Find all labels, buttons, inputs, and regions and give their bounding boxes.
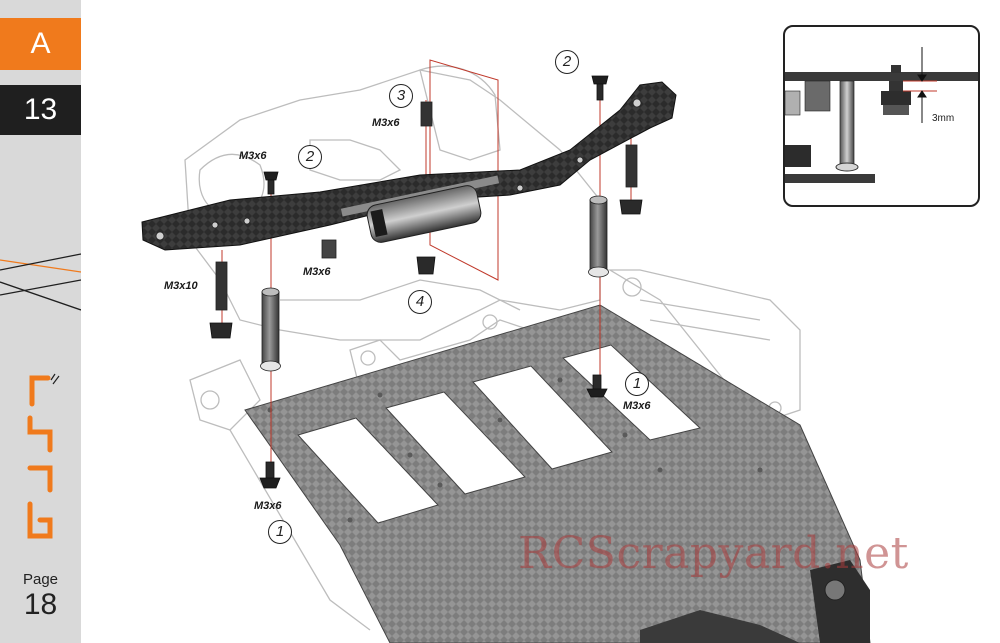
lower-chassis-plate <box>244 304 871 643</box>
screw-size-label: M3x6 <box>623 400 651 412</box>
rear-hub-parts <box>640 560 870 643</box>
gap-dimension-label: 3mm <box>932 113 955 124</box>
screw-size-label: M3x6 <box>372 117 400 129</box>
sidebar: A 13 Page 18 <box>0 0 81 643</box>
fasteners <box>209 75 643 489</box>
assembly-diagram <box>141 59 871 643</box>
step-circle-1: 1 <box>268 520 292 544</box>
watermark: RCScrapyard.net <box>518 528 909 579</box>
post-size-label: M3x10 <box>164 280 198 292</box>
detail-inset: 3mm <box>783 25 980 207</box>
page-number: 18 <box>23 588 58 621</box>
shock-absorber <box>340 175 500 243</box>
screw-size-label: M3x6 <box>254 500 282 512</box>
nut-size-label: M3x6 <box>303 266 331 278</box>
step-circle-2: 2 <box>555 50 579 74</box>
step-circle-2: 2 <box>298 145 322 169</box>
step-number-tab: 13 <box>0 85 81 135</box>
brand-logo <box>27 373 60 539</box>
inset-detail-drawing <box>785 47 978 183</box>
step-circle-3: 3 <box>389 84 413 108</box>
step-circle-4: 4 <box>408 290 432 314</box>
sidebar-decoration-lines <box>0 253 81 311</box>
upper-bridge-plate <box>141 81 677 251</box>
screw-size-label: M3x6 <box>239 150 267 162</box>
page-label: Page <box>22 571 59 588</box>
standoff-posts <box>215 101 638 372</box>
section-tab: A <box>0 18 81 70</box>
step-circle-1: 1 <box>625 372 649 396</box>
